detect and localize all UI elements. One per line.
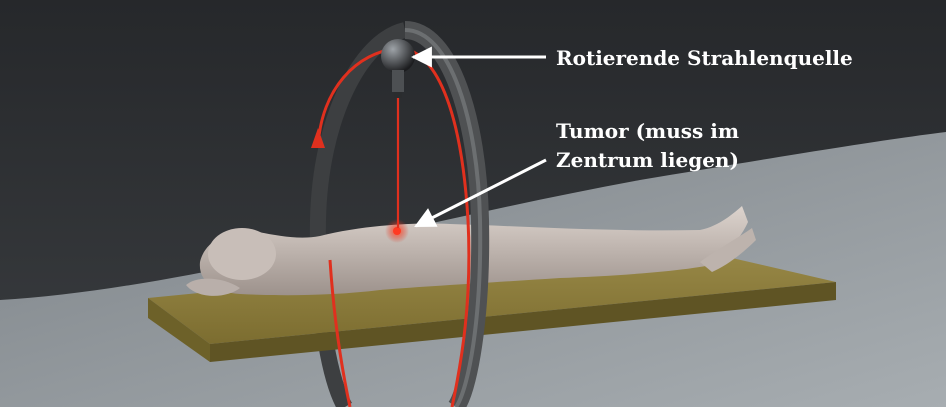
label-tumor-line2: Zentrum liegen) bbox=[556, 146, 739, 175]
label-tumor: Tumor (muss im Zentrum liegen) bbox=[556, 117, 739, 175]
tumor-core bbox=[393, 227, 401, 235]
label-tumor-line1: Tumor (muss im bbox=[556, 117, 739, 146]
label-radiation-source: Rotierende Strahlenquelle bbox=[556, 44, 853, 73]
